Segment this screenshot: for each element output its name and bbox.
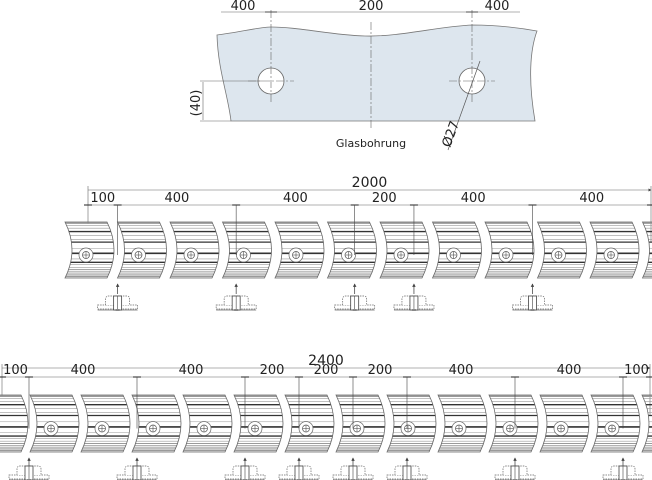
bolt-hole-icon <box>145 421 161 436</box>
clamp-fitting-icon <box>393 295 435 311</box>
bolt-hole-icon <box>298 421 314 436</box>
segment-dim-label: 200 <box>260 363 285 378</box>
clamp-fitting-icon <box>334 295 376 311</box>
center-lines <box>248 10 495 130</box>
clamp-fitting-icon <box>386 465 428 480</box>
bolt-hole-icon <box>94 421 110 436</box>
bolt-hole-icon <box>43 421 59 436</box>
segment-dim-label: 400 <box>71 363 96 378</box>
profile-segment <box>0 394 29 453</box>
bolt-hole-icon <box>288 247 304 263</box>
bolt-hole-icon <box>553 421 569 436</box>
segment-dim-label: 400 <box>557 363 582 378</box>
bolt-hole-icon <box>183 247 199 263</box>
bolt-hole-icon <box>236 247 251 263</box>
clamp-fitting-icon <box>494 465 536 480</box>
bolt-hole-icon <box>451 421 467 436</box>
total-dim-label: 2000 <box>352 175 388 191</box>
segment-dim-label: 400 <box>461 191 486 206</box>
glass-hole-diameter: Ø27 <box>440 119 463 149</box>
segment-dim-label: 400 <box>164 191 189 206</box>
bolt-hole-icon <box>131 247 146 263</box>
clamp-fitting-icon <box>224 465 266 480</box>
segment-dim-label: 100 <box>3 363 28 378</box>
glass-dim-right: 400 <box>485 0 510 14</box>
glass-drilling-label: Glasbohrung <box>336 137 406 150</box>
bolt-hole-icon <box>400 421 416 436</box>
bolt-hole-icon <box>502 421 518 436</box>
clamp-fitting-icon <box>512 295 553 311</box>
clamp-fitting-icon <box>215 295 257 311</box>
glass-dim-edge: (40) <box>189 90 204 117</box>
clamp-fitting-icon <box>116 465 158 480</box>
clamp-fitting-icon <box>332 465 374 480</box>
bolt-hole-icon <box>78 247 94 263</box>
bolt-hole-icon <box>498 247 514 263</box>
segment-dim-label: 200 <box>314 363 339 378</box>
segment-dim-label: 400 <box>449 363 474 378</box>
segment-dim-label: 100 <box>90 191 115 206</box>
segment-dim-label: 400 <box>179 363 204 378</box>
bolt-hole-icon <box>349 421 365 436</box>
total-dim-label: 2400 <box>308 353 344 369</box>
diameter-leader <box>447 60 481 151</box>
clamp-fitting-icon <box>602 465 644 480</box>
bolt-hole-icon <box>247 421 263 436</box>
bolt-hole-icon <box>393 247 409 263</box>
glass-dim-center: 200 <box>359 0 384 14</box>
glass-detail: 400 200 400 (40) Ø27 Glasbohrung <box>189 0 538 151</box>
clamp-fitting-icon <box>97 295 138 311</box>
bolt-hole-icon <box>604 421 620 436</box>
bolt-hole-icon <box>551 247 566 263</box>
bolt-hole-icon <box>603 247 619 263</box>
segment-dim-label: 200 <box>372 191 397 206</box>
clamp-fitting-icon <box>8 465 50 480</box>
bolt-hole-icon <box>196 421 212 436</box>
bolt-hole-icon <box>341 247 356 263</box>
profile-row-2000: 2000 100 400 400 200 400 400 <box>64 175 652 311</box>
segment-dim-label: 400 <box>283 191 308 206</box>
profile-row-2400: 2400 100 400 400 200 200 200 400 400 100 <box>0 353 652 480</box>
segment-dim-label: 400 <box>579 191 604 206</box>
segment-dim-label: 100 <box>624 363 649 378</box>
clamp-fitting-icon <box>278 465 320 480</box>
glass-dim-left: 400 <box>231 0 256 14</box>
segment-dim-label: 200 <box>368 363 393 378</box>
bolt-hole-icon <box>446 247 461 263</box>
